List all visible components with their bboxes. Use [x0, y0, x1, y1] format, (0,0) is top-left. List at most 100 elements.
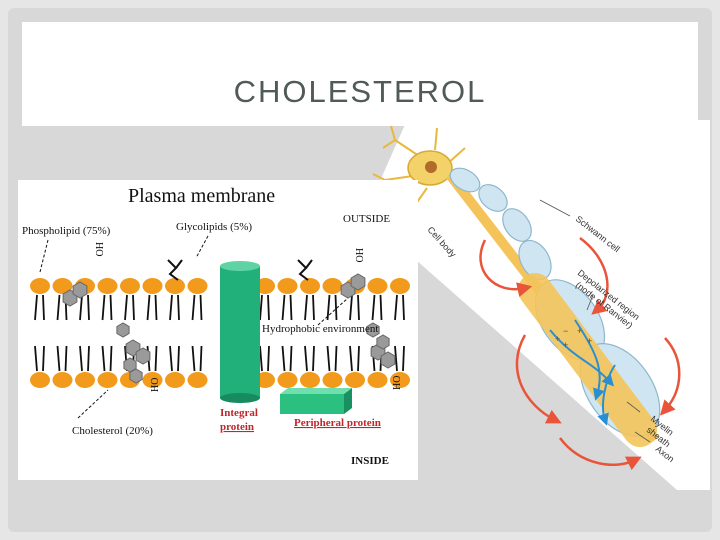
phospholipid-head: [142, 278, 163, 294]
phospholipid-head: [345, 372, 365, 388]
lipid-tail: [394, 345, 398, 372]
svg-text:+: +: [563, 340, 568, 350]
lipid-tail: [109, 294, 113, 321]
inside-label: INSIDE: [351, 455, 389, 467]
lipid-tail: [146, 294, 151, 321]
lipid-tail: [42, 345, 45, 372]
lipid-tail: [267, 345, 270, 372]
phospholipid-head: [30, 278, 50, 294]
phospholipid-head: [390, 372, 410, 388]
lipid-tail: [259, 294, 263, 321]
cholesterol-ring: [376, 334, 390, 350]
cholesterol-ring: [72, 281, 88, 299]
cholesterol-ring: [350, 273, 366, 291]
lipid-tail: [154, 345, 158, 372]
svg-text:+: +: [555, 334, 560, 344]
lipid-tail: [199, 294, 203, 321]
ho-label: HO: [353, 248, 364, 262]
nucleus: [425, 161, 437, 173]
phospholipid-head: [367, 278, 388, 294]
svg-text:−: −: [563, 326, 568, 336]
leader-line: [77, 389, 109, 419]
glycolipid-chain: [305, 259, 313, 269]
lipid-tail: [402, 294, 405, 321]
phospholipid-head: [277, 372, 298, 388]
lipid-tail: [304, 345, 308, 372]
lipid-tail: [371, 294, 376, 321]
lipid-tail: [169, 294, 173, 321]
phospholipid-head: [390, 278, 410, 294]
lipid-tail: [394, 294, 398, 321]
cholesterol-ring: [116, 322, 130, 338]
phospholipid-head: [367, 372, 388, 388]
lipid-tail: [289, 294, 293, 321]
phospholipid-label: Phospholipid (75%): [22, 225, 111, 237]
phospholipid-head: [120, 278, 140, 294]
outside-label: OUTSIDE: [343, 213, 390, 225]
ho-label: HO: [93, 242, 104, 256]
phospholipid-head: [165, 278, 185, 294]
lipid-tail: [289, 345, 293, 372]
peripheral-protein-side: [344, 388, 352, 414]
lipid-tail: [259, 345, 263, 372]
lipid-tail: [312, 294, 315, 321]
lipid-tail: [79, 345, 83, 372]
lipid-tail: [326, 345, 331, 372]
leader-line: [317, 297, 349, 326]
peripheral-protein: [280, 394, 344, 414]
lipid-tail: [334, 345, 338, 372]
cholesterol-ring: [129, 368, 143, 384]
phospholipid-head: [75, 372, 95, 388]
lipid-tail: [357, 345, 360, 372]
glycolipid-chain: [297, 259, 309, 281]
lipid-tail: [326, 294, 331, 321]
phospholipid-head: [52, 278, 73, 294]
phospholipid-head: [322, 278, 343, 294]
lipid-tail: [267, 294, 270, 321]
phospholipid-head: [300, 372, 320, 388]
axon: [518, 273, 657, 447]
ho-label: HO: [392, 376, 403, 390]
integral-label-line1: Integral: [220, 407, 258, 419]
cholesterol-ring: [135, 347, 151, 365]
lipid-tail: [402, 345, 405, 372]
neuron-figure: ++ +− + Cell body Schwann cell Depolariz…: [365, 120, 710, 490]
lipid-tail: [191, 294, 196, 321]
lipid-tail: [357, 294, 360, 321]
hydrophobic-label: Hydrophobic environment: [262, 323, 378, 335]
lipid-tail: [109, 345, 113, 372]
glycolipid-chain: [167, 259, 179, 281]
lipid-tail: [132, 294, 135, 321]
lipid-tail: [101, 345, 106, 372]
lipid-tail: [87, 294, 90, 321]
integral-protein: [220, 266, 260, 398]
cholesterol-ring: [380, 351, 396, 369]
phospholipid-head: [142, 372, 163, 388]
peripheral-label: Peripheral protein: [294, 417, 381, 429]
phospholipid-head: [97, 372, 118, 388]
integral-label-line2: protein: [220, 421, 254, 433]
phospholipid-head: [165, 372, 185, 388]
phospholipid-head: [322, 372, 343, 388]
glycolipids-label: Glycolipids (5%): [176, 221, 252, 233]
lipid-tail: [199, 345, 203, 372]
phospholipid-head: [187, 372, 208, 388]
lipid-tail: [281, 294, 286, 321]
title-box: CHOLESTEROL: [22, 22, 698, 126]
lipid-tail: [34, 294, 38, 321]
lipid-tail: [56, 294, 61, 321]
svg-text:+: +: [587, 336, 592, 346]
lipid-tail: [177, 294, 180, 321]
cholesterol-label: Cholesterol (20%): [72, 425, 153, 437]
leader-line: [195, 235, 209, 259]
lipid-tail: [304, 294, 308, 321]
lipid-tail: [124, 294, 128, 321]
lipid-tail: [349, 345, 353, 372]
peripheral-protein-top: [280, 388, 352, 394]
lipid-tail: [281, 345, 286, 372]
lipid-tail: [379, 294, 383, 321]
integral-protein-bottom: [220, 393, 260, 403]
lipid-tail: [101, 294, 106, 321]
lipid-tail: [312, 345, 315, 372]
neuron-svg: ++ +− + Cell body Schwann cell Depolariz…: [365, 120, 710, 490]
